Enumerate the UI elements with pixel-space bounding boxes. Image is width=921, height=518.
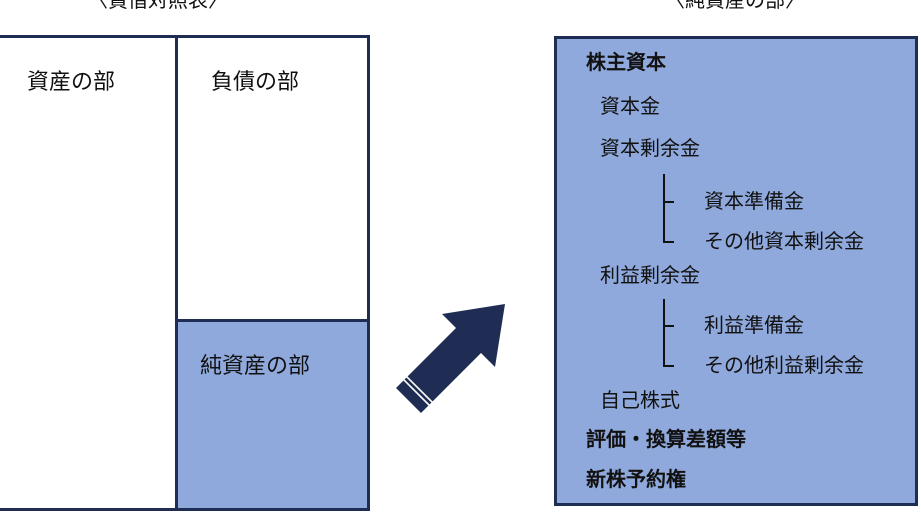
- capital-reserve: 資本準備金: [704, 189, 804, 213]
- legal-retained-earnings: 利益準備金: [704, 313, 804, 337]
- arrow-up-right-icon: [396, 304, 505, 413]
- liabilities-label: 負債の部: [211, 70, 300, 95]
- net-assets-box: 純資産の部: [175, 319, 370, 511]
- capital-surplus: 資本剰余金: [600, 136, 700, 160]
- capital-surplus-tree-line: [663, 174, 674, 243]
- shareholders-equity: 株主資本: [586, 50, 666, 74]
- retained-earnings: 利益剰余金: [600, 263, 700, 287]
- net-assets-label: 純資産の部: [200, 354, 311, 379]
- liabilities-box: 負債の部: [175, 35, 370, 322]
- balance-sheet-caption: 〈貸借対照表〉: [88, 0, 228, 12]
- capital-stock: 資本金: [600, 94, 660, 118]
- net-assets-caption: 〈純資産の部〉: [665, 0, 805, 12]
- other-retained-earnings: その他利益剰余金: [704, 353, 864, 377]
- net-assets-detail-panel: 株主資本 資本金 資本剰余金 資本準備金 その他資本剰余金 利益剰余金 利益準備…: [554, 36, 918, 506]
- valuation-adjustments: 評価・換算差額等: [586, 427, 746, 451]
- capital-surplus-branch: [663, 201, 674, 203]
- assets-label: 資産の部: [27, 70, 116, 95]
- retained-earnings-tree-line: [663, 299, 674, 367]
- retained-earnings-branch: [663, 325, 674, 327]
- other-capital-surplus: その他資本剰余金: [704, 229, 864, 253]
- treasury-stock: 自己株式: [600, 388, 680, 412]
- assets-box: 資産の部: [0, 35, 178, 511]
- stock-acquisition-rights: 新株予約権: [586, 467, 686, 491]
